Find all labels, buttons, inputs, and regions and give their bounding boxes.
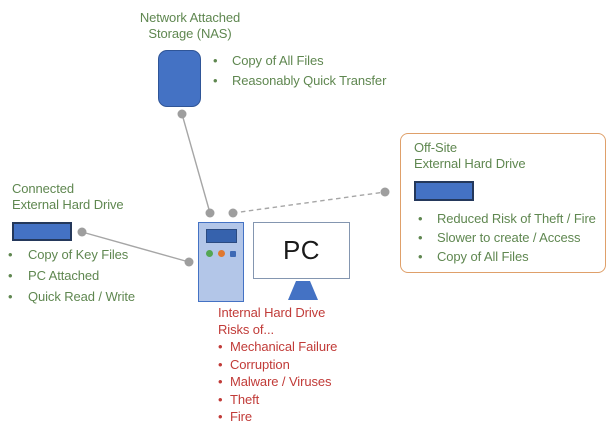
connector-pc-to-offsite-dashed bbox=[232, 191, 386, 214]
list-item: • Fire bbox=[218, 409, 337, 427]
list-item: • Slower to create / Access bbox=[418, 230, 596, 249]
nas-label: Network Attached Storage (NAS) bbox=[110, 10, 270, 41]
bullet-icon: • bbox=[218, 409, 223, 424]
list-item: • Theft bbox=[218, 392, 337, 410]
list-item: • Quick Read / Write bbox=[8, 289, 135, 310]
tower-leds bbox=[206, 250, 236, 257]
bullet-icon: • bbox=[8, 289, 13, 304]
list-item: • Mechanical Failure bbox=[218, 339, 337, 357]
pc-label: PC bbox=[282, 235, 321, 265]
list-item-label: PC Attached bbox=[28, 268, 100, 283]
pc-tower-icon bbox=[198, 222, 244, 302]
list-item: • Corruption bbox=[218, 357, 337, 375]
connector-hdd-to-pc bbox=[81, 231, 190, 263]
list-item-label: Corruption bbox=[230, 356, 290, 372]
list-item-label: Reduced Risk of Theft / Fire bbox=[437, 211, 596, 226]
green-led-icon bbox=[206, 250, 213, 257]
offsite-drive-label: Off-Site External Hard Drive bbox=[414, 140, 526, 171]
internal-drive-title: Internal Hard Drive Risks of... bbox=[218, 305, 325, 338]
internal-drive-title-line2: Risks of... bbox=[218, 321, 274, 337]
list-item: • Reduced Risk of Theft / Fire bbox=[418, 211, 596, 230]
monitor-stand-icon bbox=[288, 281, 318, 300]
external-hard-drive-icon bbox=[414, 181, 474, 201]
list-item: • Copy of Key Files bbox=[8, 247, 135, 268]
list-item-label: Fire bbox=[230, 409, 252, 424]
connected-drive-label: Connected External Hard Drive bbox=[12, 181, 124, 212]
list-item-label: Copy of All Files bbox=[232, 53, 324, 68]
bullet-icon: • bbox=[418, 249, 423, 264]
connected-drive-label-line2: External Hard Drive bbox=[12, 196, 124, 212]
internal-drive-title-line1: Internal Hard Drive bbox=[218, 305, 326, 320]
list-item-label: Malware / Viruses bbox=[230, 374, 332, 389]
bullet-icon: • bbox=[213, 53, 218, 68]
bullet-icon: • bbox=[218, 356, 223, 372]
list-item-label: Theft bbox=[230, 391, 260, 407]
bullet-icon: • bbox=[8, 268, 13, 283]
orange-led-icon bbox=[218, 250, 225, 257]
bullet-icon: • bbox=[418, 230, 423, 245]
list-item-label: Mechanical Failure bbox=[230, 339, 338, 354]
list-item-label: Slower to create / Access bbox=[437, 230, 581, 245]
list-item-label: Copy of All Files bbox=[437, 249, 529, 264]
list-item: • PC Attached bbox=[8, 268, 135, 289]
bullet-icon: • bbox=[418, 211, 423, 226]
bullet-icon: • bbox=[218, 374, 223, 389]
list-item: • Copy of All Files bbox=[213, 53, 386, 73]
list-item-label: Copy of Key Files bbox=[28, 247, 129, 262]
offsite-drive-label-line2: External Hard Drive bbox=[414, 155, 526, 171]
nas-label-line2: Storage (NAS) bbox=[148, 25, 232, 41]
internal-drive-risk-list: • Mechanical Failure • Corruption • Malw… bbox=[218, 339, 337, 427]
list-item: • Malware / Viruses bbox=[218, 374, 337, 392]
bullet-icon: • bbox=[218, 391, 223, 407]
list-item-label: Reasonably Quick Transfer bbox=[232, 73, 387, 88]
connected-drive-label-line1: Connected bbox=[12, 181, 74, 196]
bullet-icon: • bbox=[8, 247, 13, 262]
bullet-icon: • bbox=[213, 73, 218, 88]
blue-led-icon bbox=[230, 250, 236, 257]
offsite-drive-bullet-list: • Reduced Risk of Theft / Fire • Slower … bbox=[418, 211, 596, 268]
connector-nas-to-pc bbox=[181, 113, 211, 214]
nas-bullet-list: • Copy of All Files • Reasonably Quick T… bbox=[213, 53, 386, 93]
tower-display-icon bbox=[206, 229, 237, 243]
external-hard-drive-icon bbox=[12, 222, 72, 241]
connected-drive-bullet-list: • Copy of Key Files • PC Attached • Quic… bbox=[8, 247, 135, 310]
monitor-icon: PC bbox=[253, 222, 350, 279]
list-item: • Reasonably Quick Transfer bbox=[213, 73, 386, 93]
offsite-drive-panel: Off-Site External Hard Drive • Reduced R… bbox=[400, 133, 606, 273]
bullet-icon: • bbox=[218, 339, 223, 354]
nas-device-icon bbox=[158, 50, 201, 107]
list-item-label: Quick Read / Write bbox=[28, 289, 136, 304]
offsite-drive-label-line1: Off-Site bbox=[414, 140, 458, 155]
list-item: • Copy of All Files bbox=[418, 249, 596, 268]
nas-label-line1: Network Attached bbox=[139, 10, 241, 25]
